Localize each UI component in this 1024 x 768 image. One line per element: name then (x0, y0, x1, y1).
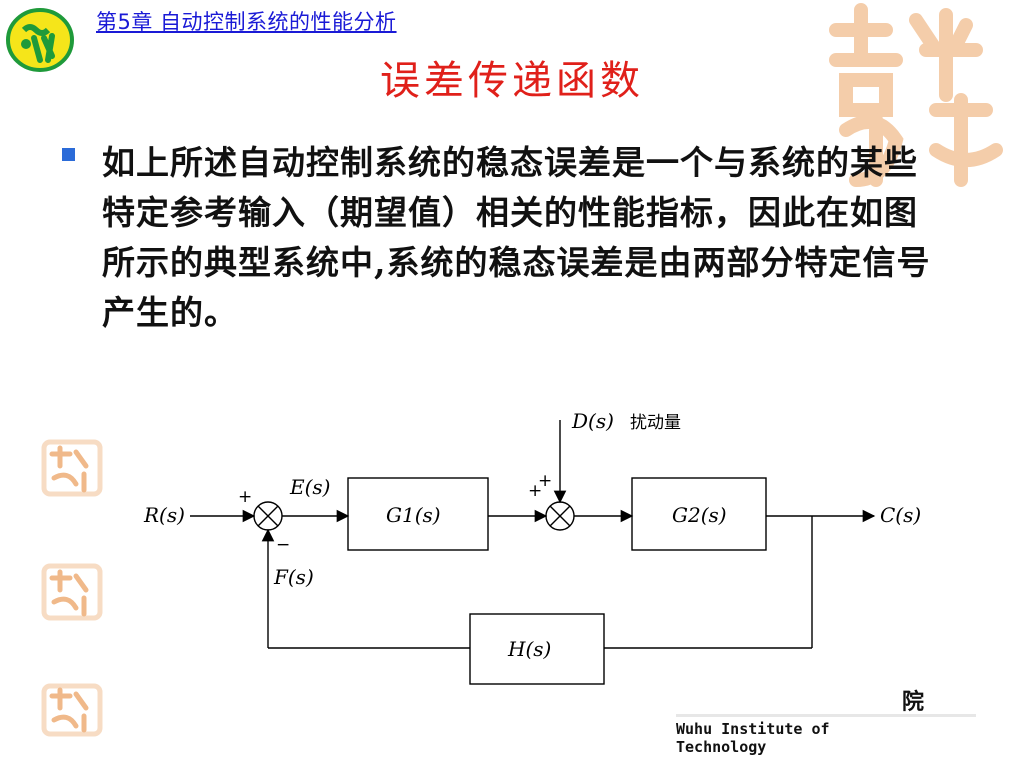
slide-title: 误差传递函数 (380, 58, 644, 104)
g1-block (347, 477, 489, 551)
side-stamp-icons (41, 439, 103, 737)
school-logo-icon (6, 8, 74, 72)
plus-sign-2b: + (538, 471, 552, 491)
block-diagram-svg: R(s) E(s) G1(s) D(s) G2(s) C(s) F(s) H(s… (124, 388, 940, 696)
chapter-link[interactable]: 第5章 自动控制系统的性能分析 (96, 10, 397, 34)
plus-sign-2a: + (528, 481, 542, 501)
disturbance-label: D(s) (571, 409, 614, 433)
feedback-signal-label: F(s) (273, 565, 314, 589)
h-block (469, 613, 605, 685)
footer-english-name: Wuhu Institute of Technology (676, 720, 830, 756)
input-label: R(s) (143, 503, 185, 527)
disturbance-text: 扰动量 (630, 413, 681, 433)
calligraphy-watermark-icon (829, 3, 1003, 187)
footer-divider (676, 714, 976, 717)
g2-label: G2(s) (672, 503, 727, 527)
bullet-square-icon (62, 148, 75, 161)
block-diagram: R(s) E(s) G1(s) D(s) G2(s) C(s) F(s) H(s… (124, 388, 940, 696)
footer: 院 Wuhu Institute of Technology (676, 678, 976, 756)
bullet-paragraph: 如上所述自动控制系统的稳态误差是一个与系统的某些特定参考输入（期望值）相关的性能… (102, 143, 931, 332)
h-label: H(s) (507, 637, 551, 661)
plus-sign-1: + (238, 487, 252, 507)
minus-sign-1: − (276, 535, 290, 555)
g1-label: G1(s) (386, 503, 441, 527)
footer-school-name: 院 (901, 690, 924, 715)
output-label: C(s) (880, 503, 921, 527)
error-label: E(s) (289, 475, 330, 499)
g2-block (631, 477, 767, 551)
bullet-list: 如上所述自动控制系统的稳态误差是一个与系统的某些特定参考输入（期望值）相关的性能… (62, 138, 942, 338)
